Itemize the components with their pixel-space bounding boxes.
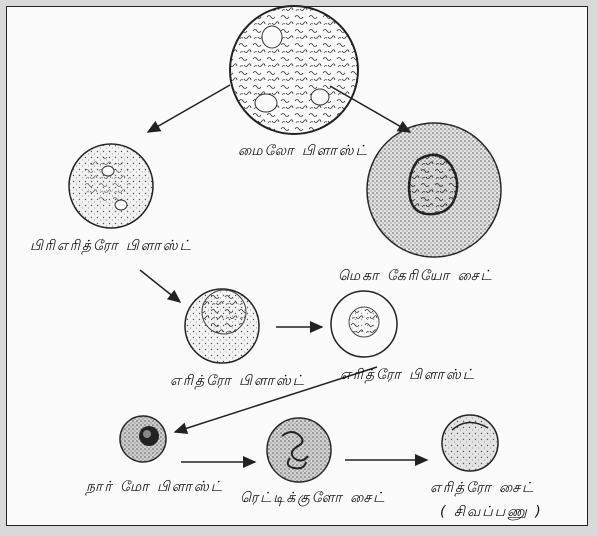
label-myeloblast: மைலோ பிளாஸ்ட் — [238, 143, 369, 161]
label-erythroblast-2: எரித்ரோ பிளாஸ்ட் — [340, 367, 476, 385]
label-megakaryocyte: மெகா கேரியோ சைட் — [338, 268, 494, 286]
arrow-to-erythroblast-1 — [140, 270, 180, 302]
myeloblast-cell — [230, 6, 358, 134]
erythroblast-cell-1 — [185, 289, 259, 363]
label-proerythroblast: பிரிஎரித்ரோ பிளாஸ்ட் — [30, 238, 193, 256]
erythrocyte-cell — [442, 415, 498, 471]
label-erythroblast-1: எரித்ரோ பிளாஸ்ட் — [170, 373, 306, 391]
reticulocyte-cell — [267, 418, 331, 482]
label-erythrocyte: எரித்ரோ சைட் — [430, 480, 535, 498]
proerythroblast-cell — [69, 144, 153, 228]
label-reticulocyte: ரெட்டிக்குளோ சைட் — [240, 490, 386, 508]
arrow-to-proerythroblast — [148, 85, 230, 132]
label-normoblast: நார் மோ பிளாஸ்ட் — [86, 479, 224, 497]
megakaryocyte-cell — [367, 123, 501, 257]
normoblast-cell — [120, 416, 166, 462]
label-erythrocyte-note: ( சிவப்பணு ) — [440, 504, 543, 522]
erythroblast-cell-2 — [331, 291, 397, 357]
